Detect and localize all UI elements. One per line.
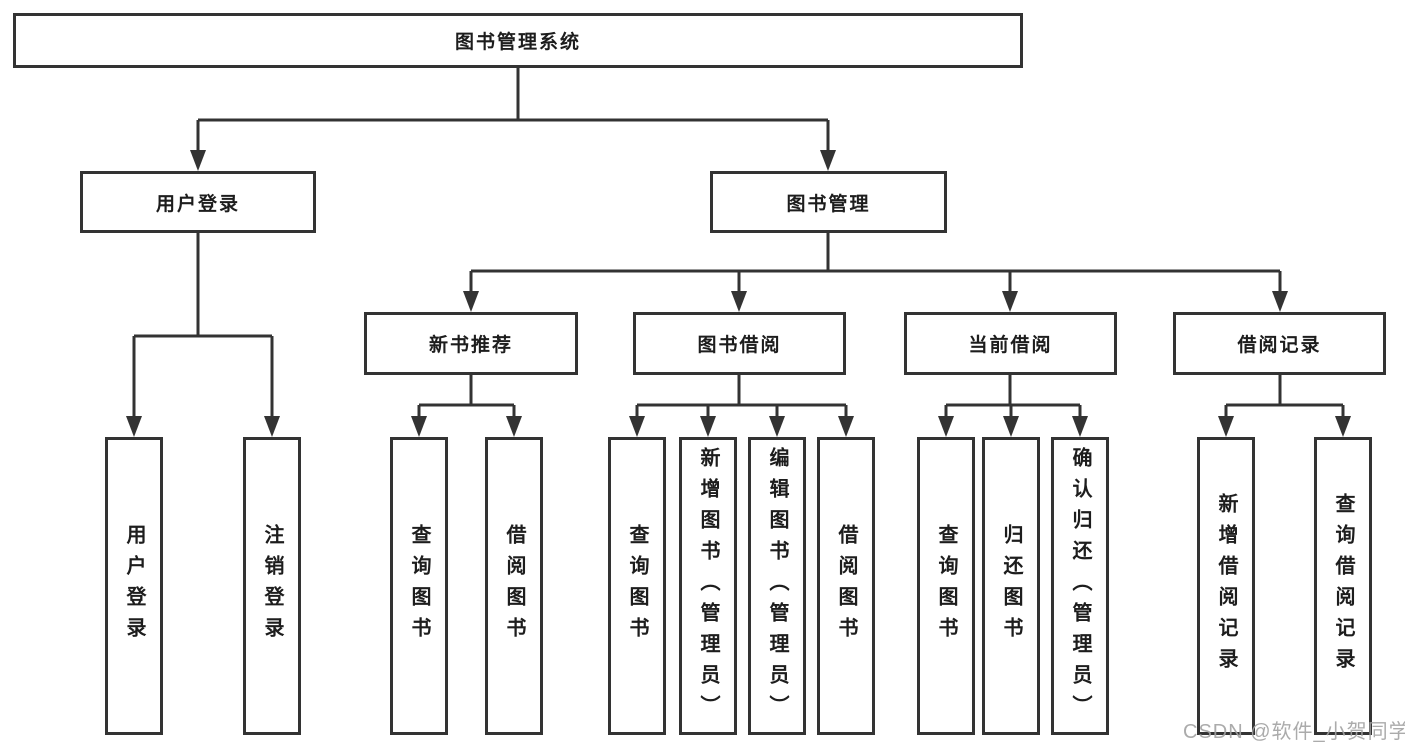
leaf-borrow-books-recommend: 借阅图书 bbox=[485, 437, 543, 735]
leaf-query-books-current-label: 查询图书 bbox=[935, 524, 957, 648]
node-book-management-label: 图书管理 bbox=[786, 193, 871, 215]
leaf-borrow-books-recommend-label: 借阅图书 bbox=[503, 524, 525, 648]
leaf-return-book: 归还图书 bbox=[982, 437, 1040, 735]
leaf-add-book-admin: 新增图书（管理员） bbox=[679, 437, 737, 735]
leaf-add-borrow-record: 新增借阅记录 bbox=[1197, 437, 1255, 735]
leaf-confirm-return-admin: 确认归还（管理员） bbox=[1051, 437, 1109, 735]
leaf-query-books-current: 查询图书 bbox=[917, 437, 975, 735]
leaf-add-borrow-record-label: 新增借阅记录 bbox=[1215, 493, 1237, 679]
arrowheads bbox=[126, 150, 1351, 437]
node-new-book-recommend-label: 新书推荐 bbox=[428, 335, 513, 356]
node-borrowing-records-label: 借阅记录 bbox=[1237, 335, 1322, 356]
leaf-add-book-admin-label: 新增图书（管理员） bbox=[697, 446, 719, 726]
node-user-login-label: 用户登录 bbox=[155, 193, 240, 215]
connector-paths bbox=[132, 68, 1345, 417]
leaf-user-login-label: 用户登录 bbox=[123, 524, 145, 648]
leaf-query-borrow-record: 查询借阅记录 bbox=[1314, 437, 1372, 735]
node-book-borrowing-label: 图书借阅 bbox=[697, 335, 782, 356]
node-borrowing-records: 借阅记录 bbox=[1173, 312, 1386, 375]
node-root-label: 图书管理系统 bbox=[454, 32, 581, 53]
node-user-login: 用户登录 bbox=[80, 171, 316, 233]
leaf-edit-book-admin: 编辑图书（管理员） bbox=[748, 437, 806, 735]
leaf-query-books-recommend: 查询图书 bbox=[390, 437, 448, 735]
node-book-management: 图书管理 bbox=[710, 171, 947, 233]
leaf-logout: 注销登录 bbox=[243, 437, 301, 735]
leaf-query-books-borrowing: 查询图书 bbox=[608, 437, 666, 735]
leaf-confirm-return-admin-label: 确认归还（管理员） bbox=[1069, 446, 1091, 726]
node-new-book-recommend: 新书推荐 bbox=[364, 312, 578, 375]
node-current-borrowing-label: 当前借阅 bbox=[968, 335, 1053, 356]
csdn-watermark: CSDN @软件_小贺同学 bbox=[1183, 721, 1405, 743]
leaf-borrow-books: 借阅图书 bbox=[817, 437, 875, 735]
leaf-logout-label: 注销登录 bbox=[261, 524, 283, 648]
node-current-borrowing: 当前借阅 bbox=[904, 312, 1117, 375]
leaf-query-books-recommend-label: 查询图书 bbox=[408, 524, 430, 648]
node-root: 图书管理系统 bbox=[13, 13, 1023, 68]
leaf-user-login: 用户登录 bbox=[105, 437, 163, 735]
leaf-query-books-borrowing-label: 查询图书 bbox=[626, 524, 648, 648]
leaf-query-borrow-record-label: 查询借阅记录 bbox=[1332, 493, 1354, 679]
leaf-edit-book-admin-label: 编辑图书（管理员） bbox=[766, 446, 788, 726]
node-book-borrowing: 图书借阅 bbox=[633, 312, 846, 375]
leaf-return-book-label: 归还图书 bbox=[1000, 524, 1022, 648]
leaf-borrow-books-label: 借阅图书 bbox=[835, 524, 857, 648]
